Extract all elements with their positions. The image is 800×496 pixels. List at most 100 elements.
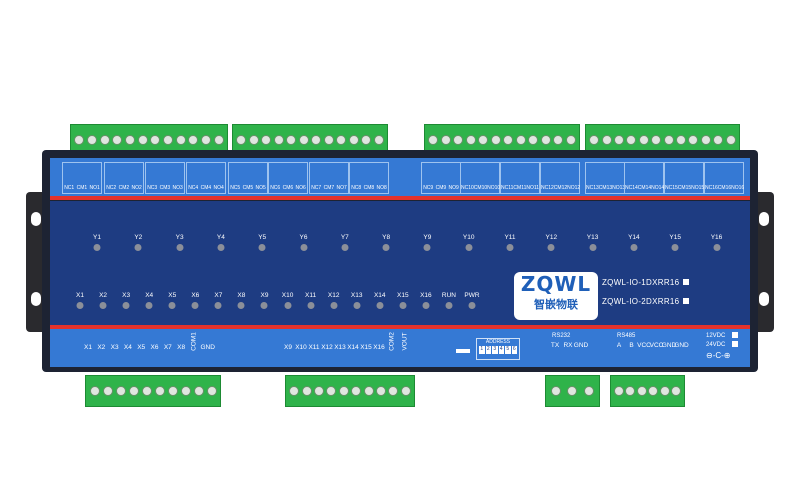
- red-divider-top: [50, 196, 750, 200]
- polarity-label: ⊖-C-⊕: [706, 351, 731, 360]
- input-led-label: RUN: [441, 292, 456, 299]
- terminal-pin-label: VCC: [649, 342, 664, 349]
- relay-terminal-label: CM6: [282, 185, 294, 191]
- terminal-pin-label: X6: [150, 344, 159, 351]
- input-led: [376, 302, 384, 309]
- output-led: [423, 244, 431, 251]
- terminal-pin-label: X10: [295, 344, 307, 351]
- red-divider-bottom: [50, 325, 750, 329]
- terminal-pin-label: X15: [360, 344, 372, 351]
- relay-terminal-label: NC15: [665, 185, 678, 191]
- relay-terminal-label: NO13: [612, 185, 626, 191]
- brand-logo: ZQWL 智嵌物联: [514, 272, 598, 320]
- input-led: [214, 302, 222, 309]
- relay-terminal-label: NO10: [487, 185, 501, 191]
- input-led-label: X13: [350, 292, 363, 299]
- output-led: [465, 244, 473, 251]
- screw-icon: [540, 135, 551, 145]
- screw-icon: [465, 135, 476, 145]
- screw-icon: [313, 386, 324, 396]
- relay-terminal-label: NC6: [270, 185, 281, 191]
- screw-icon: [553, 135, 564, 145]
- relay-terminal-label: NC12: [541, 185, 554, 191]
- terminal-pin-label: RX: [563, 342, 573, 349]
- screw-icon: [248, 135, 259, 145]
- screw-icon: [115, 386, 126, 396]
- screw-icon: [326, 386, 337, 396]
- input-led: [307, 302, 315, 309]
- output-led: [671, 244, 679, 251]
- 24vdc-select: [732, 341, 738, 347]
- screw-icon: [659, 386, 670, 396]
- input-led-label: X16: [420, 292, 432, 299]
- bottom-label-strip: [50, 329, 750, 367]
- dip-switch[interactable]: 1: [479, 346, 485, 354]
- terminal-pin-label: B: [629, 342, 634, 349]
- relay-terminal-label: NO9: [448, 185, 459, 191]
- screw-icon: [162, 135, 173, 145]
- input-led-label: X3: [122, 292, 131, 299]
- output-led: [258, 244, 266, 251]
- terminal-pin-label: X7: [163, 344, 172, 351]
- input-led-label: X1: [76, 292, 84, 299]
- output-led: [176, 244, 184, 251]
- terminal-pin-label: COM2: [388, 332, 396, 351]
- screw-icon: [428, 135, 439, 145]
- screw-icon: [515, 135, 526, 145]
- screw-icon: [150, 135, 161, 145]
- relay-terminal-label: CM5: [242, 185, 254, 191]
- screw-icon: [236, 135, 247, 145]
- relay-terminal-label: NC13: [586, 185, 599, 191]
- screw-icon: [206, 386, 217, 396]
- dip-switch[interactable]: 5: [505, 346, 511, 354]
- relay-terminal-label: NO3: [172, 185, 183, 191]
- output-led-label: Y3: [175, 234, 184, 241]
- screw-icon: [453, 135, 464, 145]
- input-led: [284, 302, 292, 309]
- input-led: [445, 302, 453, 309]
- input-led-label: X11: [305, 292, 317, 299]
- screw-icon: [301, 386, 312, 396]
- input-led: [330, 302, 338, 309]
- relay-terminal-label: NO1: [89, 185, 100, 191]
- dip-switch[interactable]: 3: [492, 346, 498, 354]
- input-led-label: X12: [327, 292, 340, 299]
- screw-icon: [676, 135, 687, 145]
- dip-switch[interactable]: 6: [511, 346, 517, 354]
- relay-terminal-label: NC14: [625, 185, 638, 191]
- input-led-label: X8: [237, 292, 246, 299]
- terminal-pin-label: VCC: [637, 342, 651, 349]
- dip-switch[interactable]: 4: [498, 346, 504, 354]
- screw-icon: [400, 386, 411, 396]
- output-led-label: Y14: [628, 234, 640, 241]
- relay-terminal-label: CM4: [200, 185, 212, 191]
- relay-terminal-label: CM8: [363, 185, 375, 191]
- relay-terminal-label: NC9: [423, 185, 434, 191]
- output-led: [630, 244, 638, 251]
- screw-icon: [636, 386, 647, 396]
- terminal-block: [285, 375, 415, 407]
- terminal-pin-label: X1: [84, 344, 92, 351]
- screw-icon: [188, 135, 199, 145]
- screw-icon: [336, 135, 347, 145]
- screw-icon: [503, 135, 514, 145]
- input-led-label: PWR: [464, 292, 480, 299]
- screw-icon: [671, 386, 682, 396]
- input-led: [399, 302, 407, 309]
- input-led: [422, 302, 430, 309]
- terminal-pin-label: X3: [110, 344, 119, 351]
- screw-icon: [167, 386, 178, 396]
- output-led-label: Y11: [504, 234, 516, 241]
- screw-icon: [700, 135, 711, 145]
- terminal-pin-label: X2: [97, 344, 106, 351]
- dip-switch[interactable]: 2: [485, 346, 491, 354]
- terminal-pin-label: GND: [661, 342, 677, 349]
- input-led: [76, 302, 84, 309]
